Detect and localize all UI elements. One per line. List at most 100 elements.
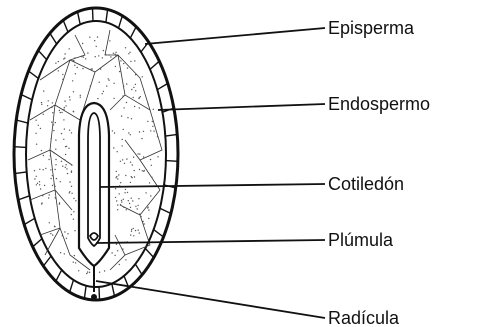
stipple-dot <box>82 68 83 69</box>
stipple-dot <box>62 235 63 236</box>
stipple-dot <box>133 228 134 229</box>
stipple-dot <box>71 172 72 173</box>
stipple-dot <box>143 156 144 157</box>
stipple-dot <box>97 98 98 99</box>
stipple-dot <box>121 145 122 146</box>
stipple-dot <box>111 252 112 253</box>
stipple-dot <box>117 178 118 179</box>
stipple-dot <box>116 171 117 172</box>
seed-coat-segment <box>166 161 178 162</box>
stipple-dot <box>130 207 131 208</box>
stipple-dot <box>69 96 70 97</box>
stipple-dot <box>139 97 140 98</box>
stipple-dot <box>120 161 121 162</box>
stipple-dot <box>134 176 135 177</box>
stipple-dot <box>74 230 75 231</box>
seed-coat-segment <box>165 134 177 136</box>
stipple-dot <box>50 138 51 139</box>
stipple-dot <box>63 139 64 140</box>
stipple-dot <box>55 164 56 165</box>
stipple-dot <box>55 149 56 150</box>
seed-coat-segment <box>93 8 94 21</box>
stipple-dot <box>55 63 56 64</box>
stipple-dot <box>139 213 140 214</box>
stipple-dot <box>86 273 87 274</box>
seed-coat-segment <box>157 83 168 89</box>
seed-illustration <box>14 8 178 300</box>
stipple-dot <box>121 200 122 201</box>
stipple-dot <box>71 165 72 166</box>
stipple-dot <box>75 200 76 201</box>
stipple-dot <box>41 102 42 103</box>
stipple-dot <box>151 177 152 178</box>
stipple-dot <box>61 133 62 134</box>
stipple-dot <box>37 183 38 184</box>
stipple-dot <box>124 192 125 193</box>
stipple-dot <box>140 216 141 217</box>
stipple-dot <box>63 58 64 59</box>
stipple-dot <box>80 95 81 96</box>
stipple-dot <box>123 86 124 87</box>
stipple-dot <box>52 175 53 176</box>
stipple-dot <box>131 231 132 232</box>
stipple-dot <box>120 204 121 205</box>
stipple-dot <box>48 197 49 198</box>
stipple-dot <box>127 67 128 68</box>
stipple-dot <box>64 253 65 254</box>
stipple-dot <box>58 70 59 71</box>
label-radicula: Radícula <box>328 308 400 327</box>
stipple-dot <box>67 233 68 234</box>
stipple-dot <box>77 67 78 68</box>
stipple-dot <box>142 221 143 222</box>
stipple-dot <box>135 90 136 91</box>
stipple-dot <box>129 52 130 53</box>
stipple-dot <box>131 229 132 230</box>
stipple-dot <box>125 259 126 260</box>
stipple-dot <box>119 193 120 194</box>
stipple-dot <box>113 98 114 99</box>
stipple-dot <box>144 223 145 224</box>
stipple-dot <box>133 235 134 236</box>
stipple-dot <box>150 195 151 196</box>
stipple-dot <box>87 271 88 272</box>
leader-lines <box>96 28 325 318</box>
stipple-dot <box>113 53 114 54</box>
seed-coat-segment <box>130 27 136 38</box>
stipple-dot <box>99 82 100 83</box>
stipple-dot <box>144 170 145 171</box>
stipple-dot <box>125 189 126 190</box>
stipple-dot <box>73 111 74 112</box>
leader-cotiledon <box>100 184 325 187</box>
stipple-dot <box>54 184 55 185</box>
stipple-dot <box>36 176 37 177</box>
stipple-dot <box>95 56 96 57</box>
stipple-dot <box>43 155 44 156</box>
seed-coat-segment <box>63 20 68 32</box>
stipple-dot <box>65 164 66 165</box>
stipple-dot <box>120 182 121 183</box>
stipple-dot <box>60 181 61 182</box>
stipple-dot <box>100 68 101 69</box>
stipple-dot <box>128 132 129 133</box>
stipple-dot <box>102 57 103 58</box>
stipple-dot <box>121 201 122 202</box>
stipple-dot <box>141 138 142 139</box>
stipple-dot <box>63 109 64 110</box>
stipple-dot <box>122 248 123 249</box>
stipple-dot <box>106 85 107 86</box>
stipple-dot <box>54 186 55 187</box>
seed-coat-segment <box>18 196 29 200</box>
stipple-dot <box>71 186 72 187</box>
stipple-dot <box>43 169 44 170</box>
stipple-dot <box>53 130 54 131</box>
stipple-dot <box>139 169 140 170</box>
stipple-dot <box>150 130 151 131</box>
stipple-dot <box>115 66 116 67</box>
stipple-dot <box>36 184 37 185</box>
stipple-dot <box>127 117 128 118</box>
seed-coat-segment <box>15 172 27 174</box>
stipple-dot <box>43 114 44 115</box>
stipple-dot <box>138 198 139 199</box>
stipple-dot <box>108 80 109 81</box>
stipple-dot <box>59 110 60 111</box>
